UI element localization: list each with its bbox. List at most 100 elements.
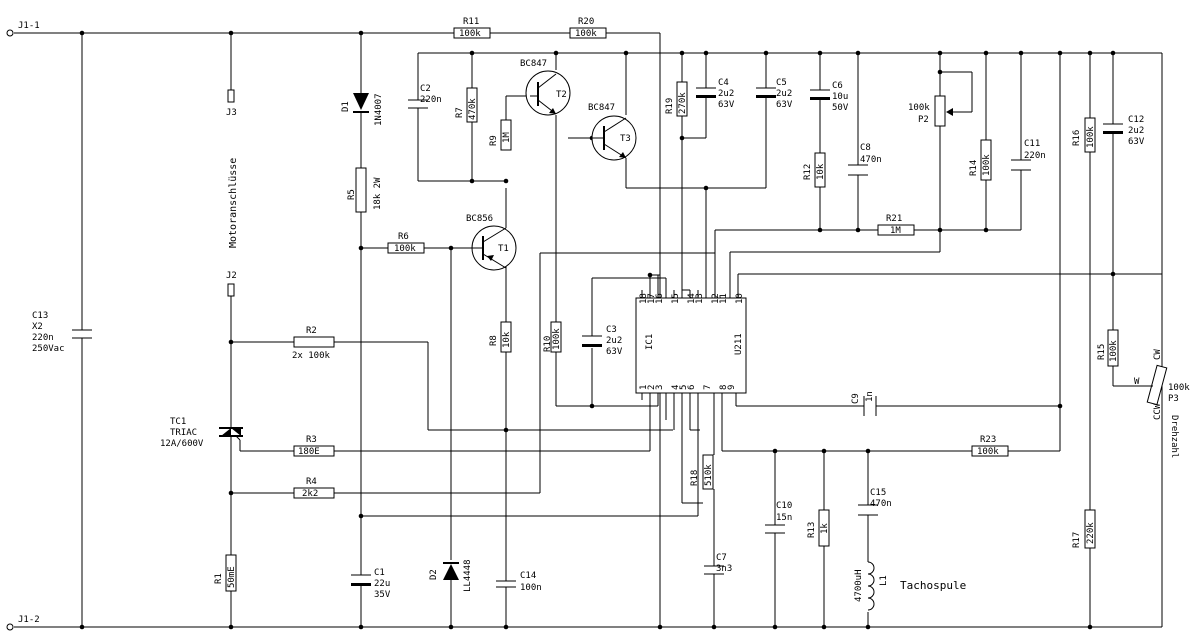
ic1-pin-15: 15 xyxy=(671,293,681,304)
c13-value1: X2 xyxy=(32,322,43,332)
c15-value1: 470n xyxy=(870,499,892,509)
t3-type: BC847 xyxy=(588,103,615,113)
r18-value: 510k xyxy=(704,464,714,486)
r5-value: 18k 2W xyxy=(373,177,383,210)
tc1-rating: 12A/600V xyxy=(160,439,204,449)
l1-name: Tachospule xyxy=(900,579,966,592)
capacitor-c7: C7 3n3 xyxy=(704,553,732,575)
r13-value: 1k xyxy=(820,523,830,534)
r6-value: 100k xyxy=(394,244,416,254)
r11-ref: R11 xyxy=(463,17,479,27)
resistor-r5: R5 18k 2W xyxy=(347,167,383,213)
c15-ref: C15 xyxy=(870,488,886,498)
transistor-t2: T2 BC847 xyxy=(520,59,571,116)
resistor-r11: R11 100k xyxy=(453,17,491,39)
t1-ref: T1 xyxy=(498,244,509,254)
capacitor-c3: C3 2u2 63V xyxy=(582,325,623,357)
capacitor-c1: C1 22u 35V xyxy=(351,568,391,600)
r20-ref: R20 xyxy=(578,17,594,27)
resistor-r21: R21 1M xyxy=(877,214,915,236)
capacitor-c9: C9 1n xyxy=(851,391,877,416)
p3-ref: P3 xyxy=(1168,394,1179,404)
resistor-r4: R4 2k2 xyxy=(293,477,335,499)
c1-ref: C1 xyxy=(374,568,385,578)
ic1-pin-4: 4 xyxy=(671,385,681,390)
terminal-j3: J3 xyxy=(226,89,237,118)
c5-value1: 2u2 xyxy=(776,89,792,99)
terminal-j1-2-label: J1-2 xyxy=(18,615,40,625)
resistor-r3: R3 180E xyxy=(293,435,335,457)
r16-ref: R16 xyxy=(1072,130,1082,146)
diode-d1: D1 1N4007 xyxy=(341,93,384,126)
terminal-j3-label: J3 xyxy=(226,108,237,118)
r1-ref: R1 xyxy=(214,573,224,584)
r23-value: 100k xyxy=(977,447,999,457)
r14-value: 100k xyxy=(982,154,992,176)
r23-ref: R23 xyxy=(980,435,996,445)
r11-value: 100k xyxy=(459,29,481,39)
capacitor-c14: C14 100n xyxy=(496,571,542,593)
tc1-ref: TC1 xyxy=(170,417,186,427)
c6-value2: 50V xyxy=(832,103,849,113)
transistor-t3: T3 BC847 xyxy=(588,103,637,161)
c14-ref: C14 xyxy=(520,571,536,581)
c3-ref: C3 xyxy=(606,325,617,335)
tc1-type: TRIAC xyxy=(170,428,197,438)
t1-type: BC856 xyxy=(466,214,493,224)
c13-value2: 220n xyxy=(32,333,54,343)
c14-value1: 100n xyxy=(520,583,542,593)
junction-dots xyxy=(79,30,1116,630)
capacitor-c6: C6 10u 50V xyxy=(810,81,849,113)
r7-ref: R7 xyxy=(455,107,465,118)
d2-value: LL4448 xyxy=(463,559,473,592)
r12-ref: R12 xyxy=(803,164,813,180)
capacitor-c5: C5 2u2 63V xyxy=(756,78,793,110)
r15-ref: R15 xyxy=(1097,344,1107,360)
t3-ref: T3 xyxy=(620,134,631,144)
resistor-r6: R6 100k xyxy=(387,232,425,254)
resistor-r20: R20 100k xyxy=(569,17,607,39)
c10-ref: C10 xyxy=(776,501,792,511)
p2-ref: P2 xyxy=(918,115,929,125)
c2-value1: 220n xyxy=(420,95,442,105)
c4-value1: 2u2 xyxy=(718,89,734,99)
c10-value1: 15n xyxy=(776,513,792,523)
d1-value: 1N4007 xyxy=(374,93,384,126)
ic1-pin-8: 8 xyxy=(719,385,729,390)
resistor-r16: R16 100k xyxy=(1072,117,1096,153)
r19-value: 270k xyxy=(678,92,688,114)
ic1-bottom-pin-numbers: 1 2 3 4 5 6 7 8 9 xyxy=(639,385,737,390)
c1-value1: 22u xyxy=(374,579,390,589)
ic1-pin-11: 11 xyxy=(719,293,729,304)
capacitor-c2: C2 220n xyxy=(408,84,442,109)
d2-ref: D2 xyxy=(429,569,439,580)
terminal-j1-1-label: J1-1 xyxy=(18,21,40,31)
p3-ccw: CCW xyxy=(1153,403,1163,420)
capacitor-c4: C4 2u2 63V xyxy=(696,78,735,110)
p3-function-label: Drehzahl xyxy=(1169,415,1179,458)
c8-value1: 470n xyxy=(860,155,882,165)
c9-ref: C9 xyxy=(851,393,861,404)
p3-value: 100k xyxy=(1168,383,1190,393)
r17-ref: R17 xyxy=(1072,532,1082,548)
terminal-j1-2: J1-2 xyxy=(6,615,40,631)
r7-value: 470k xyxy=(468,98,478,120)
c12-value1: 2u2 xyxy=(1128,126,1144,136)
ic1-pin-3: 3 xyxy=(655,385,665,390)
terminal-j2-label: J2 xyxy=(226,271,237,281)
p3-cw: CW xyxy=(1153,349,1163,360)
resistor-r14: R14 100k xyxy=(969,139,992,181)
r9-ref: R9 xyxy=(489,135,499,146)
motor-terminals-label: Motoranschlüsse xyxy=(228,158,239,248)
c8-ref: C8 xyxy=(860,143,871,153)
resistor-r23: R23 100k xyxy=(971,435,1009,457)
c9-value1: 1n xyxy=(865,391,875,402)
c12-ref: C12 xyxy=(1128,115,1144,125)
r17-value: 220k xyxy=(1086,522,1096,544)
triac-tc1: TC1 TRIAC 12A/600V xyxy=(160,417,243,449)
r6-ref: R6 xyxy=(398,232,409,242)
r16-value: 100k xyxy=(1086,126,1096,148)
potentiometer-p2: 100k P2 xyxy=(908,95,972,127)
r1-value: 50mE xyxy=(227,566,237,588)
